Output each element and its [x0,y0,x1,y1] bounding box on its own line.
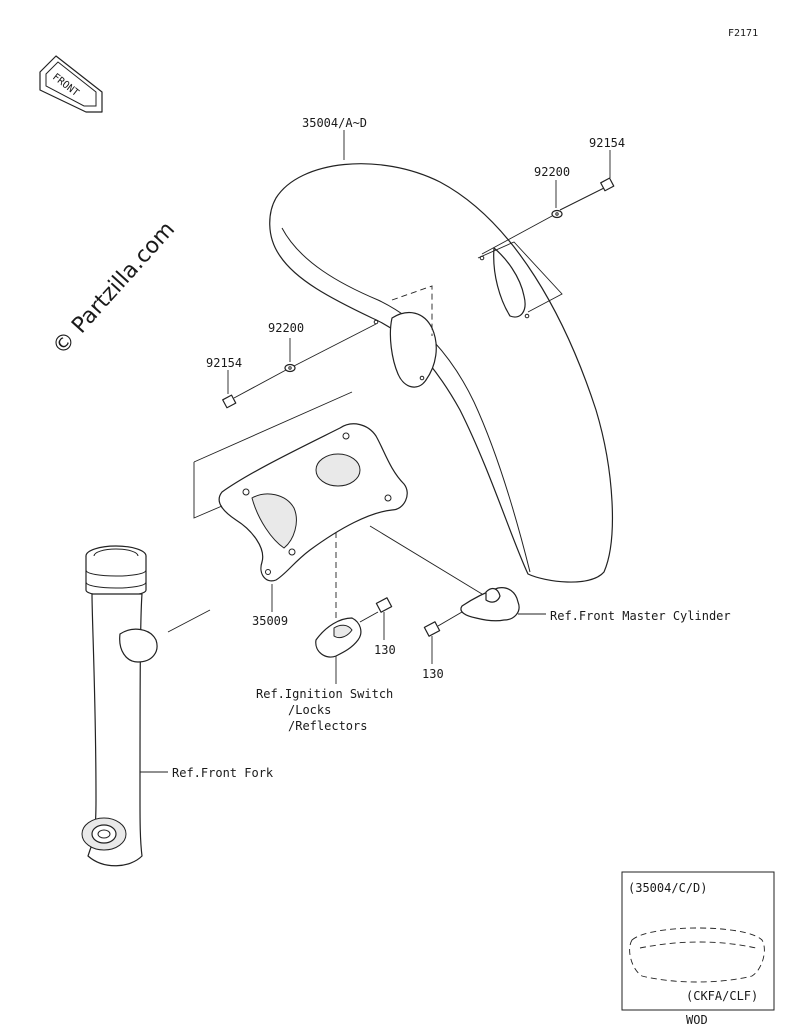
washer-right-icon [551,209,563,219]
bolt-lower-icon [423,611,463,637]
label-fender: 35004/A~D [302,116,367,130]
ref-ignition-line3: /Reflectors [288,719,367,733]
ignition-bracket [315,532,362,658]
figure-code: F2171 [728,28,758,39]
label-stay: 35009 [252,614,288,628]
label-washer-right: 92200 [534,165,570,179]
inset-bottom-label: (CKFA/CLF) [686,989,758,1003]
washer-left-icon [284,363,296,373]
bolt-right-icon [559,177,615,211]
front-arrow-icon: FRONT [39,55,103,113]
label-bolt-right: 92154 [589,136,625,150]
front-fork [81,545,211,867]
front-fender [269,163,613,583]
ref-ignition-line1: Ref.Ignition Switch [256,687,393,701]
variant-inset [621,871,775,1011]
inset-caption: WOD [686,1013,708,1027]
label-bolt-left: 92154 [206,356,242,370]
watermark: © Partzilla.com [48,217,180,360]
label-washer-left: 92200 [268,321,304,335]
bolt-left-icon [222,394,237,409]
ref-ignition-line2: /Locks [288,703,331,717]
bolt-center-icon [359,597,393,623]
ref-master-cylinder: Ref.Front Master Cylinder [550,609,731,623]
master-cylinder-bracket [369,525,520,622]
label-bolt-center: 130 [374,643,396,657]
ref-front-fork: Ref.Front Fork [172,766,274,780]
fender-stay [193,391,408,582]
label-bolt-lower: 130 [422,667,444,681]
inset-top-label: (35004/C/D) [628,881,707,895]
